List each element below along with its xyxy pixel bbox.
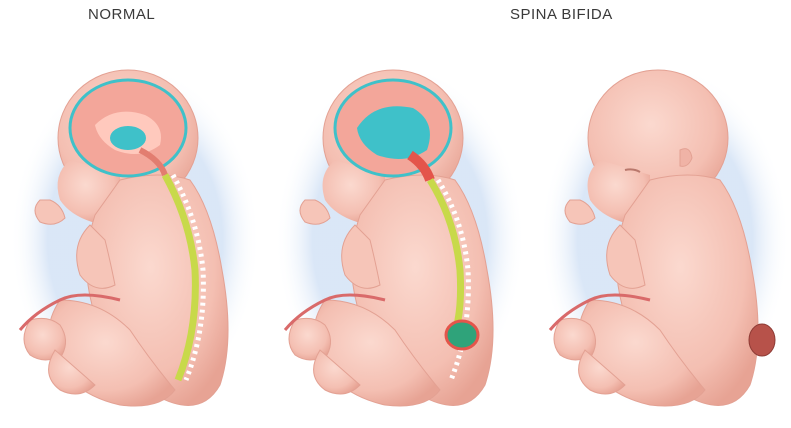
spina-bifida-cutaway-figure (265, 0, 525, 428)
brain-cutaway (70, 80, 186, 176)
spina-bifida-exterior-figure (530, 0, 790, 428)
normal-fetus-figure (0, 0, 260, 428)
spinal-lesion (446, 321, 478, 349)
spinal-lesion (749, 324, 775, 356)
